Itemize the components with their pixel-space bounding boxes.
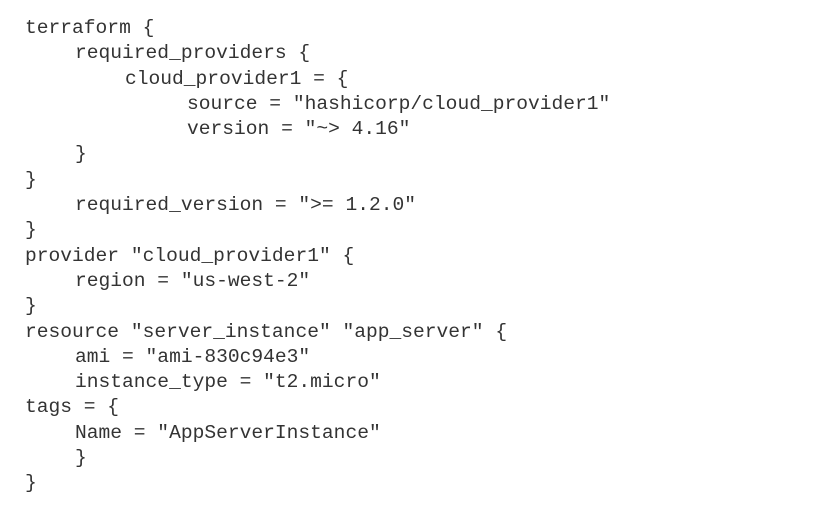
code-line: terraform { — [25, 17, 155, 39]
code-line: Name = "AppServerInstance" — [75, 421, 381, 444]
code-line: ami = "ami-830c94e3" — [75, 345, 311, 368]
code-line: } — [25, 168, 37, 191]
code-line: required_providers { — [75, 42, 311, 65]
code-line: } — [75, 447, 87, 470]
code-line: cloud_provider1 = { — [125, 67, 349, 90]
code-line: version = "~> 4.16" — [187, 118, 411, 141]
code-line: } — [25, 472, 37, 495]
code-line: } — [75, 143, 87, 166]
code-line: region = "us-west-2" — [75, 269, 311, 292]
code-line: } — [25, 219, 37, 242]
code-line: } — [25, 295, 37, 318]
code-line: source = "hashicorp/cloud_provider1" — [187, 92, 611, 115]
code-block: terraform { required_providers { cloud_p… — [0, 16, 817, 497]
code-line: resource "server_instance" "app_server" … — [25, 320, 508, 343]
code-line: required_version = ">= 1.2.0" — [75, 194, 416, 217]
code-line: instance_type = "t2.micro" — [75, 371, 381, 394]
code-line: provider "cloud_provider1" { — [25, 244, 355, 267]
code-line: tags = { — [25, 396, 120, 419]
